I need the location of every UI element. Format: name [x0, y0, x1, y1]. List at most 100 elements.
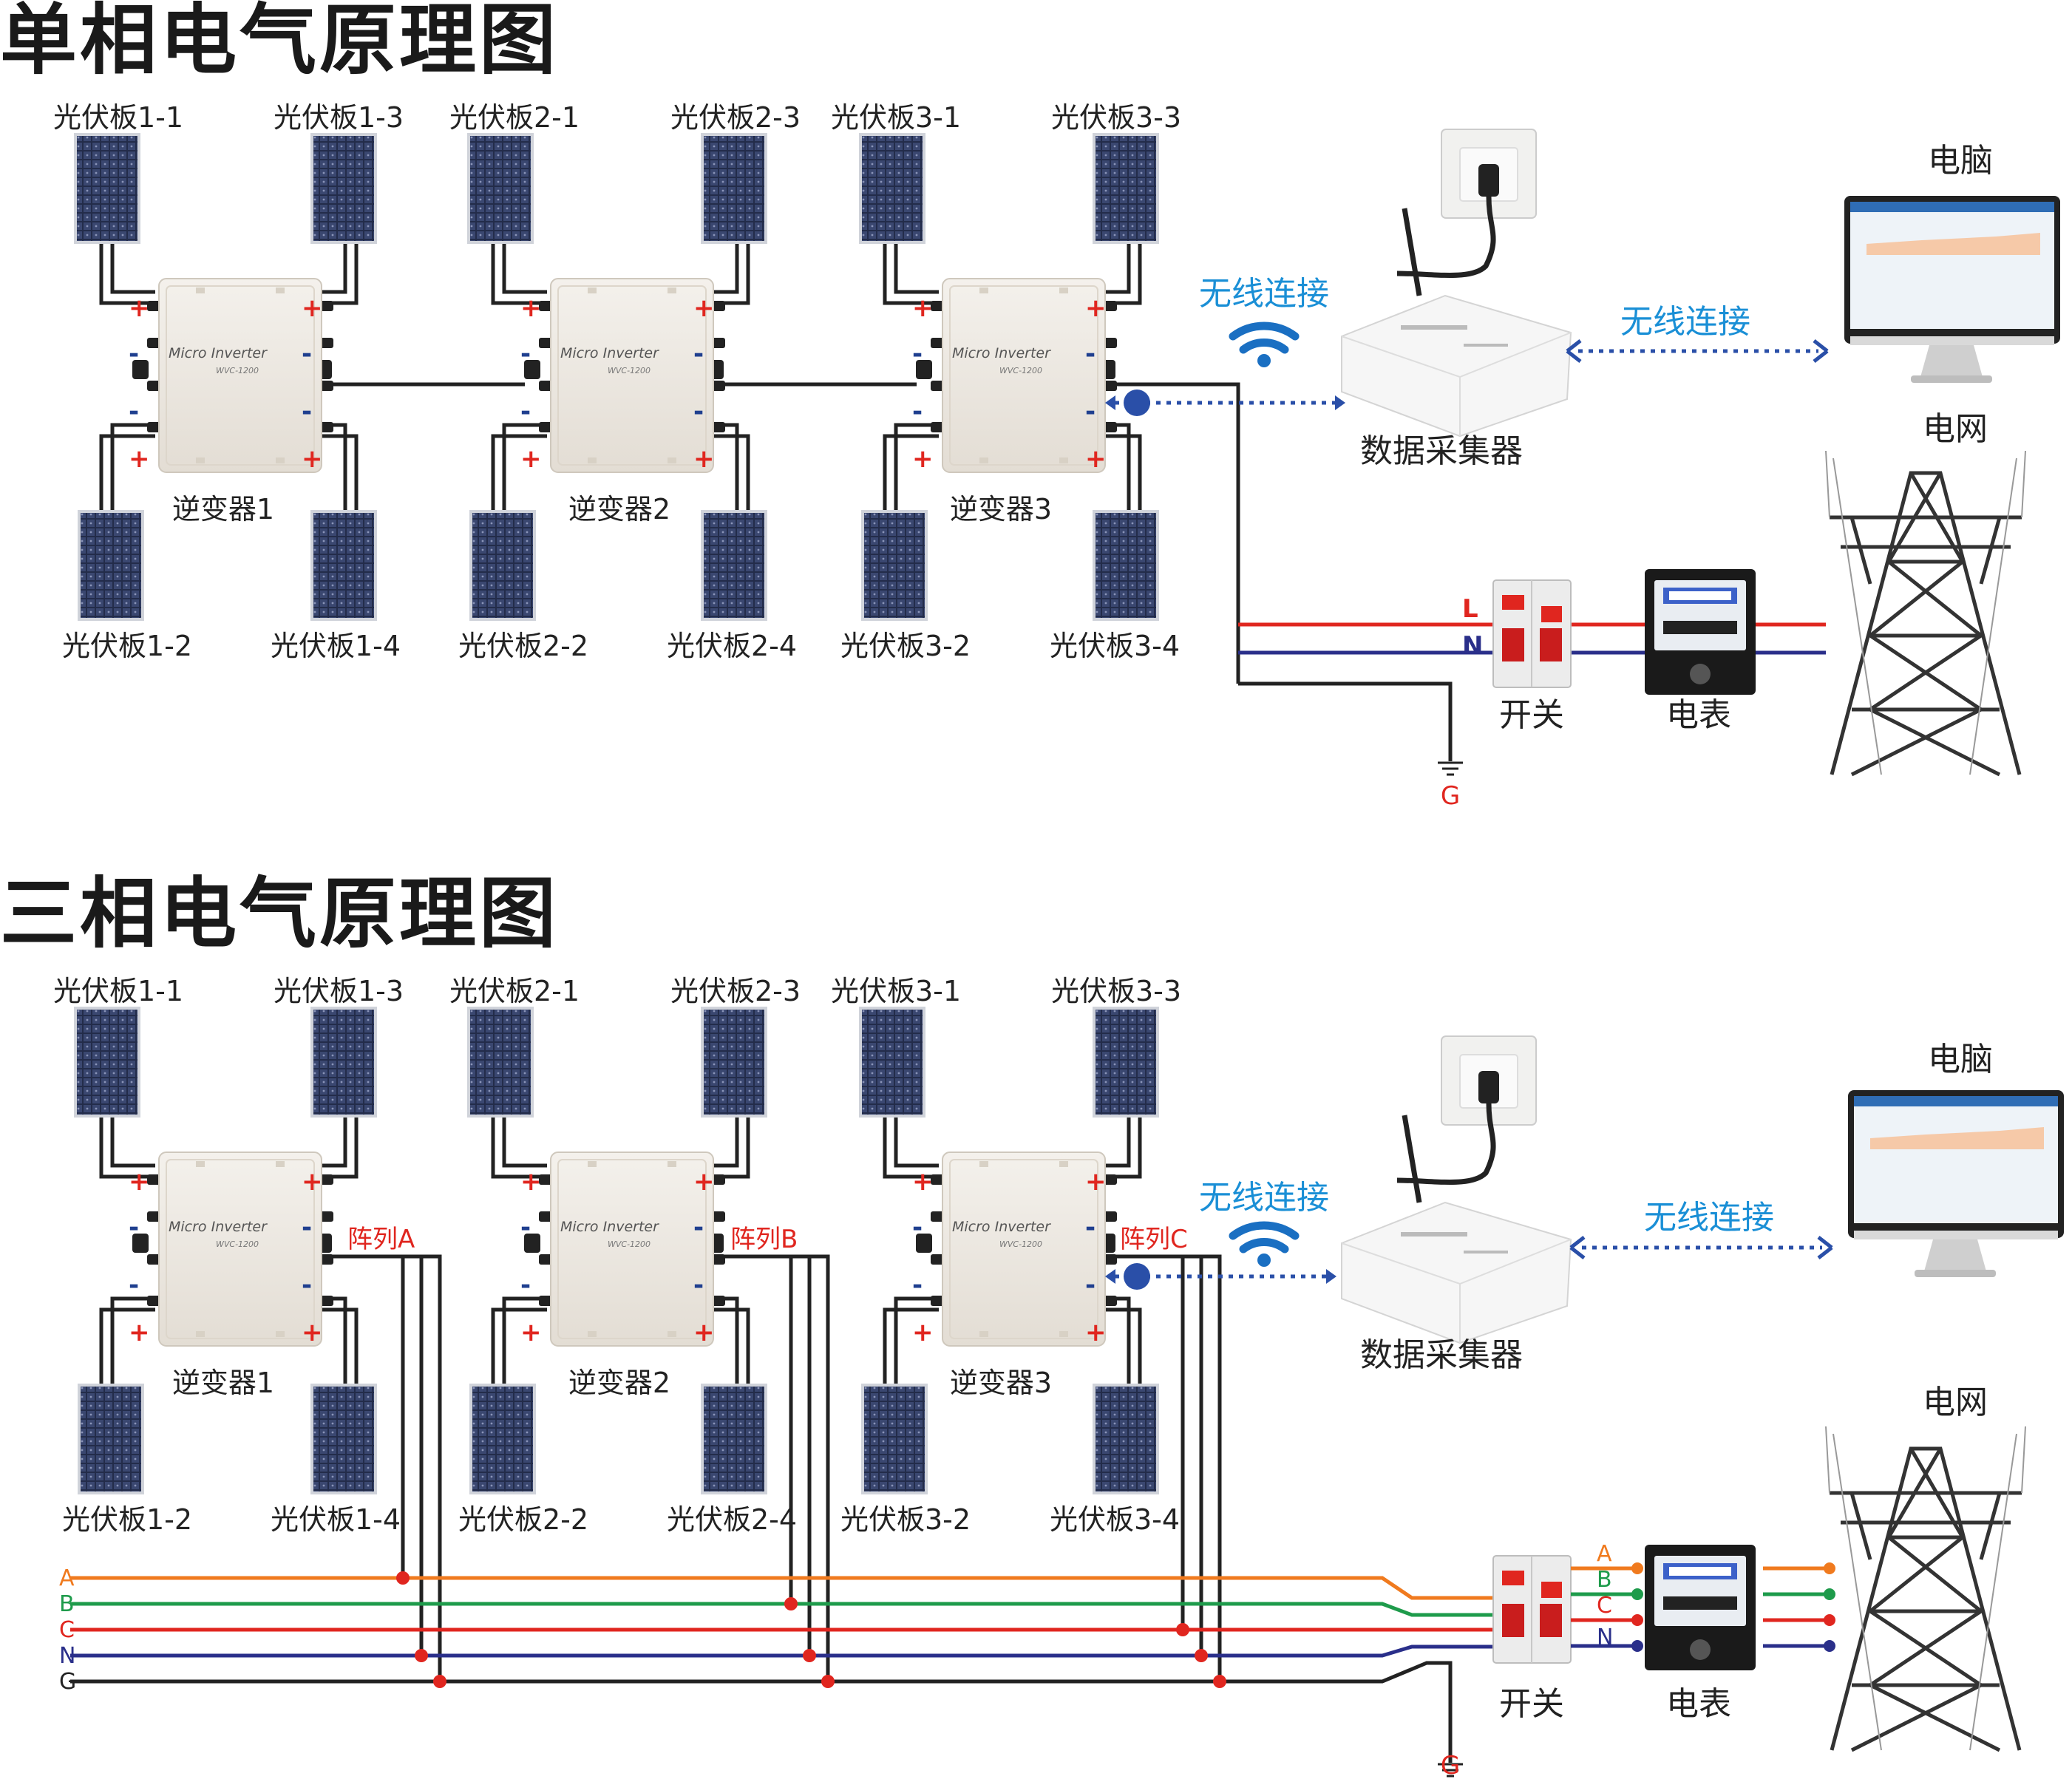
polarity-marks: +- +- -+ -+ +- +- -+ -+ +- +- -+ -+ — [129, 293, 1107, 474]
solar-panel — [1093, 1384, 1159, 1494]
panel-label: 光伏板3-3 — [1051, 975, 1181, 1007]
svg-text:-: - — [912, 1213, 923, 1242]
panel-label: 光伏板1-3 — [274, 101, 404, 134]
svg-text:+: + — [302, 1167, 323, 1197]
svg-text:+: + — [912, 1318, 934, 1347]
svg-text:-: - — [912, 1271, 923, 1300]
single-phase-section: 单相电气原理图 Micro Inverter WVC-12 — [0, 0, 2060, 811]
bus-g — [70, 1661, 1453, 1763]
bus-b — [70, 1602, 1493, 1617]
svg-text:+: + — [693, 444, 715, 474]
panel-label: 光伏板2-1 — [449, 975, 580, 1007]
svg-text:+: + — [520, 444, 542, 474]
bus-label: N — [59, 1643, 75, 1669]
wireless-label: 无线连接 — [1644, 1199, 1774, 1237]
svg-text:+: + — [912, 293, 934, 323]
three-phase-title: 三相电气原理图 — [0, 868, 559, 959]
panel-label: 光伏板1-1 — [53, 101, 183, 134]
wall-socket — [1396, 1035, 1537, 1185]
solar-panel — [701, 1007, 767, 1118]
bus-a — [70, 1576, 1493, 1600]
computer-label: 电脑 — [1928, 142, 1993, 180]
svg-text:-: - — [302, 1271, 312, 1300]
svg-text:+: + — [1085, 444, 1107, 474]
panel-label: 光伏板3-1 — [831, 101, 961, 134]
breaker-switch — [1492, 1555, 1572, 1664]
svg-text:+: + — [129, 444, 150, 474]
solar-panel — [74, 1007, 140, 1118]
inverter-model: WVC-1200 — [608, 1239, 651, 1249]
svg-text:+: + — [693, 1167, 715, 1197]
array-label: 阵列B — [730, 1225, 798, 1254]
svg-text:-: - — [1085, 397, 1096, 426]
computer-label: 电脑 — [1928, 1041, 1993, 1078]
inverter-brand: Micro Inverter — [169, 345, 268, 361]
switch-label: 开关 — [1499, 696, 1564, 734]
svg-text:-: - — [520, 339, 531, 369]
svg-text:+: + — [520, 293, 542, 323]
svg-text:-: - — [1085, 1213, 1096, 1242]
bus-label: G — [59, 1669, 76, 1695]
solar-panel — [467, 1007, 534, 1118]
data-collector-device — [1341, 1115, 1572, 1344]
panel-label: 光伏板3-2 — [840, 630, 971, 662]
svg-text:+: + — [129, 293, 150, 323]
svg-text:+: + — [302, 1318, 323, 1347]
panel-label: 光伏板1-3 — [274, 975, 404, 1007]
solar-panel — [701, 1384, 767, 1494]
svg-text:-: - — [693, 339, 704, 369]
svg-text:-: - — [520, 1213, 531, 1242]
svg-text:+: + — [520, 1318, 542, 1347]
solar-panel — [469, 510, 536, 621]
wireless-label: 无线连接 — [1199, 275, 1329, 313]
panel-label: 光伏板2-4 — [667, 1503, 797, 1536]
inverter-brand: Micro Inverter — [560, 345, 659, 361]
svg-text:-: - — [912, 339, 923, 369]
svg-text:-: - — [693, 397, 704, 426]
solar-panel — [78, 1384, 144, 1494]
svg-text:+: + — [693, 1318, 715, 1347]
computer-monitor — [1844, 196, 2060, 383]
solar-panel — [861, 1384, 928, 1494]
breaker-switch — [1492, 579, 1572, 688]
meter-line-label: B — [1597, 1567, 1612, 1593]
array-label: 阵列C — [1120, 1225, 1188, 1254]
solar-panel — [310, 133, 377, 244]
panel-label: 光伏板2-1 — [449, 101, 580, 134]
collector-label: 数据采集器 — [1360, 432, 1523, 470]
bus-label: C — [59, 1617, 75, 1643]
solar-panel — [469, 1384, 536, 1494]
junction-dots — [396, 1571, 1226, 1688]
collector-label: 数据采集器 — [1360, 1336, 1523, 1374]
meter-line-label: A — [1597, 1541, 1612, 1567]
solar-panel — [310, 510, 377, 621]
meter-label: 电表 — [1666, 1685, 1731, 1723]
panel-label: 光伏板2-2 — [458, 1503, 588, 1536]
bus-n — [70, 1644, 1493, 1658]
grid-label: 电网 — [1923, 410, 1988, 448]
svg-text:-: - — [693, 1213, 704, 1242]
inverter-label: 逆变器2 — [568, 1367, 670, 1399]
panel-label: 光伏板3-4 — [1050, 1503, 1180, 1536]
svg-text:+: + — [693, 293, 715, 323]
inverter-label: 逆变器1 — [172, 1367, 274, 1399]
ground-label: G — [1441, 781, 1460, 811]
svg-text:-: - — [520, 397, 531, 426]
svg-text:-: - — [129, 1213, 139, 1242]
inverter-brand: Micro Inverter — [169, 1219, 268, 1235]
electric-meter — [1645, 569, 1756, 695]
inverter-brand: Micro Inverter — [952, 1219, 1051, 1235]
single-phase-title: 单相电气原理图 — [0, 0, 559, 85]
svg-text:+: + — [129, 1318, 150, 1347]
meter-line-label: C — [1597, 1593, 1612, 1619]
solar-panel — [310, 1007, 377, 1118]
ground-label: G — [1441, 1751, 1460, 1779]
svg-text:-: - — [1085, 1271, 1096, 1300]
wall-socket — [1396, 129, 1537, 278]
svg-text:+: + — [912, 1167, 934, 1197]
inverter-model: WVC-1200 — [999, 366, 1042, 375]
svg-text:+: + — [302, 444, 323, 474]
data-collector-device — [1341, 208, 1572, 438]
computer-monitor — [1848, 1090, 2064, 1277]
svg-text:-: - — [302, 397, 312, 426]
